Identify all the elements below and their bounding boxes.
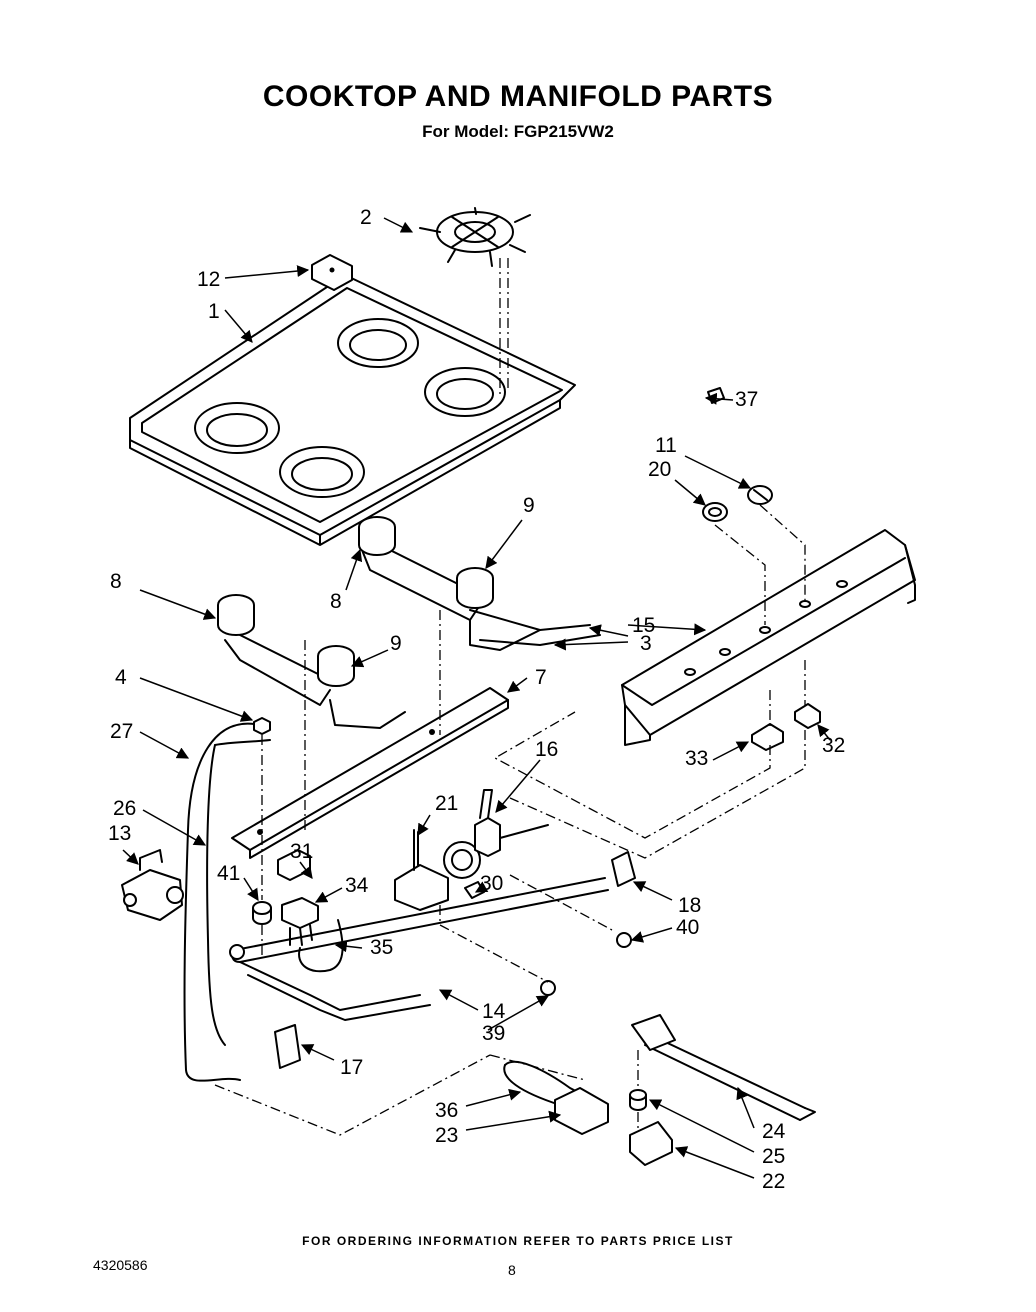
callout-label: 26 xyxy=(113,797,136,820)
burner-assembly-front xyxy=(217,594,406,729)
callout-label: 27 xyxy=(110,720,133,743)
callout-label: 35 xyxy=(370,936,393,959)
oven-valve xyxy=(554,1087,609,1135)
manifold-panel xyxy=(621,529,916,746)
callout-label: 12 xyxy=(197,268,220,291)
manifold-bracket-left xyxy=(274,1024,301,1069)
cooktop-panel xyxy=(129,274,576,546)
manifold-pipe xyxy=(229,877,609,1021)
page-title: COOKTOP AND MANIFOLD PARTS xyxy=(262,80,774,113)
callout-label: 18 xyxy=(678,894,701,917)
oven-safety-valve xyxy=(629,1121,673,1166)
document-number: 4320586 xyxy=(93,1257,148,1273)
callout-label: 21 xyxy=(435,792,458,815)
knob-insert xyxy=(702,502,728,522)
model-subtitle: For Model: FGP215VW2 xyxy=(422,122,614,141)
igniter-switch xyxy=(281,897,319,946)
thermostat-bulb xyxy=(474,789,549,857)
assembly-lines xyxy=(214,258,806,1136)
callout-label: 9 xyxy=(523,494,535,517)
callout-label: 25 xyxy=(762,1145,785,1168)
callout-label: 13 xyxy=(108,822,131,845)
callout-label: 22 xyxy=(762,1170,785,1193)
nut xyxy=(253,717,271,735)
bracket-screw xyxy=(616,932,632,948)
safety-valve-coupling xyxy=(629,1089,647,1111)
callout-label: 39 xyxy=(482,1022,505,1045)
burner-support-bracket xyxy=(231,687,509,859)
callout-label: 24 xyxy=(762,1120,786,1143)
cooktop-bracket xyxy=(311,254,353,291)
callout-label: 14 xyxy=(482,1000,506,1023)
callout-label: 1 xyxy=(208,300,220,323)
callout-label: 30 xyxy=(480,872,503,895)
burner-grate-openings xyxy=(194,318,506,498)
pressure-regulator xyxy=(121,849,184,921)
callout-label: 3 xyxy=(640,632,652,655)
callout-label: 16 xyxy=(535,738,558,761)
manifold-bracket-right xyxy=(611,851,636,887)
gas-tubing xyxy=(183,722,271,1082)
callout-label: 9 xyxy=(390,632,402,655)
callout-leaders xyxy=(122,217,831,1179)
callout-label: 8 xyxy=(330,590,342,613)
callout-label: 15 xyxy=(632,614,655,637)
oven-burner xyxy=(631,1014,816,1121)
callout-label: 34 xyxy=(345,874,369,897)
igniter-wire xyxy=(298,919,344,973)
ordering-note: FOR ORDERING INFORMATION REFER TO PARTS … xyxy=(302,1234,734,1248)
callout-label: 33 xyxy=(685,747,708,770)
callout-label: 36 xyxy=(435,1099,458,1122)
callout-label: 23 xyxy=(435,1124,458,1147)
gas-valve xyxy=(394,829,481,911)
callout-label: 2 xyxy=(360,206,372,229)
page-number: 8 xyxy=(508,1262,516,1278)
callout-label: 4 xyxy=(115,666,127,689)
callout-label: 20 xyxy=(648,458,671,481)
callout-label: 41 xyxy=(217,862,240,885)
callout-label: 11 xyxy=(655,434,677,457)
burner-grate xyxy=(419,207,531,267)
callout-numbers: 1 2 3 4 7 8 8 9 9 11 12 13 14 15 16 17 1… xyxy=(108,206,845,1193)
callout-label: 32 xyxy=(822,734,845,757)
knob-clip xyxy=(707,387,725,404)
control-knob xyxy=(747,485,773,505)
callout-label: 31 xyxy=(290,840,313,863)
callout-label: 17 xyxy=(340,1056,363,1079)
panel-clip-right xyxy=(794,703,821,729)
callout-label: 7 xyxy=(535,666,547,689)
spacer xyxy=(252,901,272,925)
callout-label: 40 xyxy=(676,916,699,939)
callout-label: 8 xyxy=(110,570,122,593)
burner-assembly-rear xyxy=(358,516,601,651)
callout-label: 37 xyxy=(735,388,758,411)
manifold-screw xyxy=(540,980,556,996)
panel-clip-left xyxy=(751,723,784,751)
